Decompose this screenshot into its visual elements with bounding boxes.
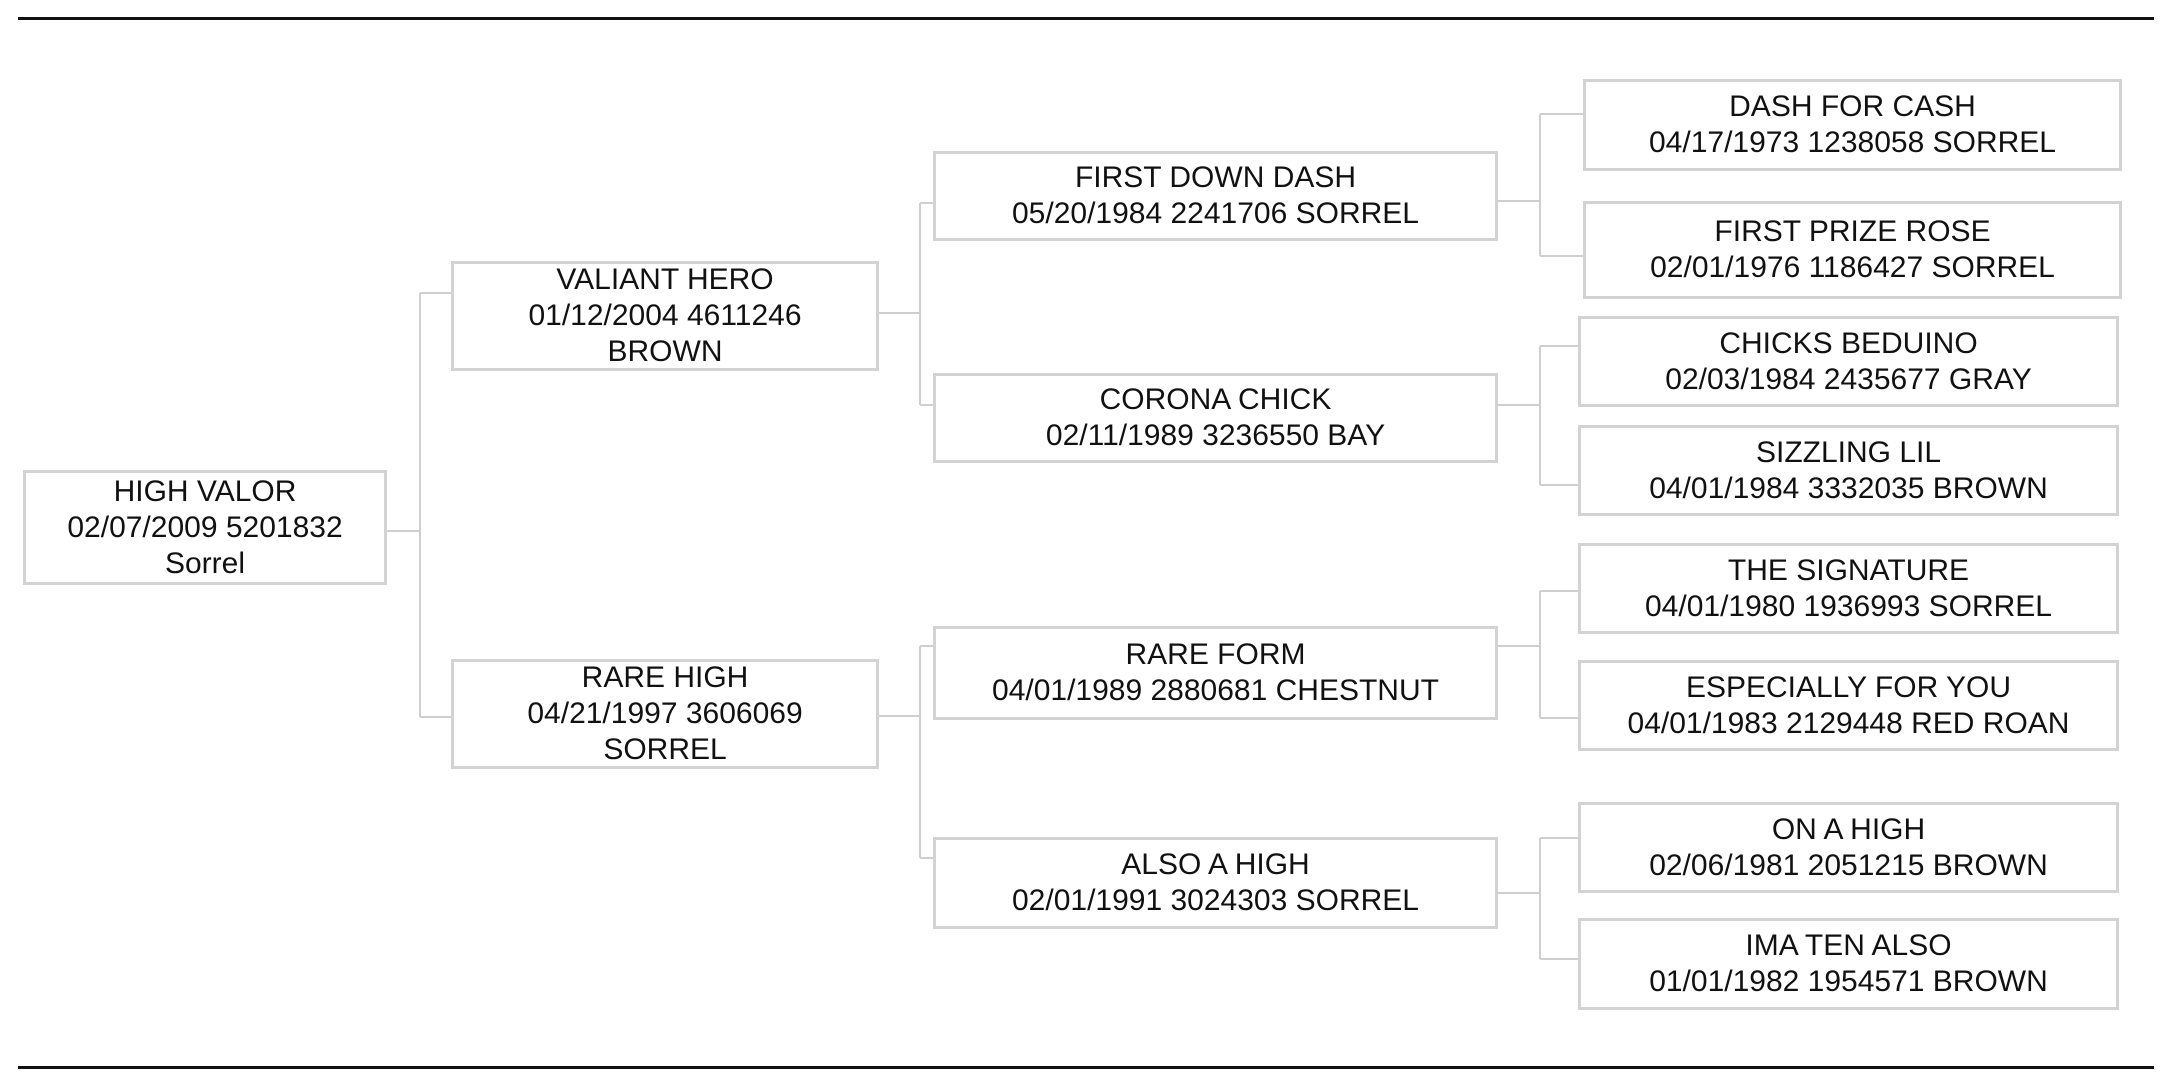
horse-name: FIRST DOWN DASH: [1074, 161, 1357, 194]
horse-card-sire-dam: CORONA CHICK 02/11/1989 3236550 BAY: [933, 373, 1498, 463]
connector-dam: [876, 645, 933, 859]
horse-card-dd-sire: ON A HIGH 02/06/1981 2051215 BROWN: [1578, 802, 2119, 893]
horse-details: 04/01/1989 2880681 CHESTNUT: [992, 674, 1439, 707]
horse-card-dam: RARE HIGH 04/21/1997 3606069 SORREL: [451, 659, 879, 769]
connector-subject: [384, 292, 452, 718]
horse-color: BROWN: [607, 335, 723, 368]
horse-details: 04/17/1973 1238058 SORREL: [1649, 126, 2056, 159]
horse-details: 02/03/1984 2435677 GRAY: [1665, 362, 2032, 396]
connector-dam-sire: [1495, 590, 1578, 719]
horse-details: 04/01/1983 2129448 RED ROAN: [1627, 706, 2070, 740]
horse-card-ds-sire: THE SIGNATURE 04/01/1980 1936993 SORREL: [1578, 543, 2119, 634]
horse-name: RARE FORM: [1125, 638, 1306, 671]
horse-details: 05/20/1984 2241706 SORREL: [1012, 197, 1419, 230]
horse-name: CORONA CHICK: [1099, 383, 1332, 416]
horse-color: SORREL: [603, 733, 727, 766]
horse-card-sd-dam: SIZZLING LIL 04/01/1984 3332035 BROWN: [1578, 425, 2119, 516]
horse-details: 01/12/2004 4611246: [528, 299, 802, 332]
horse-details: 02/01/1976 1186427 SORREL: [1650, 251, 2055, 284]
horse-name: IMA TEN ALSO: [1745, 929, 1952, 962]
horse-card-subject: HIGH VALOR 02/07/2009 5201832 Sorrel: [23, 470, 387, 585]
horse-card-dam-sire: RARE FORM 04/01/1989 2880681 CHESTNUT: [933, 626, 1498, 720]
horse-name: CHICKS BEDUINO: [1719, 326, 1978, 360]
bottom-rule: [18, 1066, 2154, 1069]
horse-name: VALIANT HERO: [556, 263, 774, 296]
horse-name: DASH FOR CASH: [1729, 90, 1976, 123]
connector-sire-sire: [1495, 113, 1583, 257]
horse-details: 04/01/1984 3332035 BROWN: [1649, 471, 2048, 505]
top-rule: [18, 17, 2154, 20]
horse-name: SIZZLING LIL: [1755, 435, 1942, 469]
horse-card-ds-dam: ESPECIALLY FOR YOU 04/01/1983 2129448 RE…: [1578, 660, 2119, 751]
horse-card-dam-dam: ALSO A HIGH 02/01/1991 3024303 SORREL: [933, 837, 1498, 929]
horse-name: RARE HIGH: [581, 661, 749, 694]
horse-name: HIGH VALOR: [113, 474, 297, 508]
horse-color: Sorrel: [164, 546, 246, 580]
horse-details: 04/21/1997 3606069: [527, 697, 803, 730]
horse-details: 02/11/1989 3236550 BAY: [1045, 419, 1386, 452]
horse-details: 02/01/1991 3024303 SORREL: [1012, 884, 1419, 917]
horse-card-sire-sire: FIRST DOWN DASH 05/20/1984 2241706 SORRE…: [933, 151, 1498, 241]
horse-name: THE SIGNATURE: [1727, 553, 1970, 587]
horse-card-sd-sire: CHICKS BEDUINO 02/03/1984 2435677 GRAY: [1578, 316, 2119, 407]
horse-name: ESPECIALLY FOR YOU: [1685, 670, 2012, 704]
horse-name: FIRST PRIZE ROSE: [1714, 215, 1991, 248]
horse-details: 04/01/1980 1936993 SORREL: [1645, 589, 2052, 623]
horse-details: 02/07/2009 5201832: [67, 510, 343, 544]
horse-details: 02/06/1981 2051215 BROWN: [1649, 848, 2048, 882]
horse-name: ALSO A HIGH: [1121, 848, 1310, 881]
connector-sire: [876, 202, 933, 406]
horse-card-dd-dam: IMA TEN ALSO 01/01/1982 1954571 BROWN: [1578, 918, 2119, 1010]
horse-card-sire: VALIANT HERO 01/12/2004 4611246 BROWN: [451, 261, 879, 371]
horse-name: ON A HIGH: [1771, 812, 1926, 846]
connector-dam-dam: [1495, 837, 1578, 960]
horse-card-ss-dam: FIRST PRIZE ROSE 02/01/1976 1186427 SORR…: [1583, 201, 2122, 299]
horse-card-ss-sire: DASH FOR CASH 04/17/1973 1238058 SORREL: [1583, 79, 2122, 171]
connector-sire-dam: [1495, 345, 1578, 486]
horse-details: 01/01/1982 1954571 BROWN: [1649, 965, 2048, 998]
